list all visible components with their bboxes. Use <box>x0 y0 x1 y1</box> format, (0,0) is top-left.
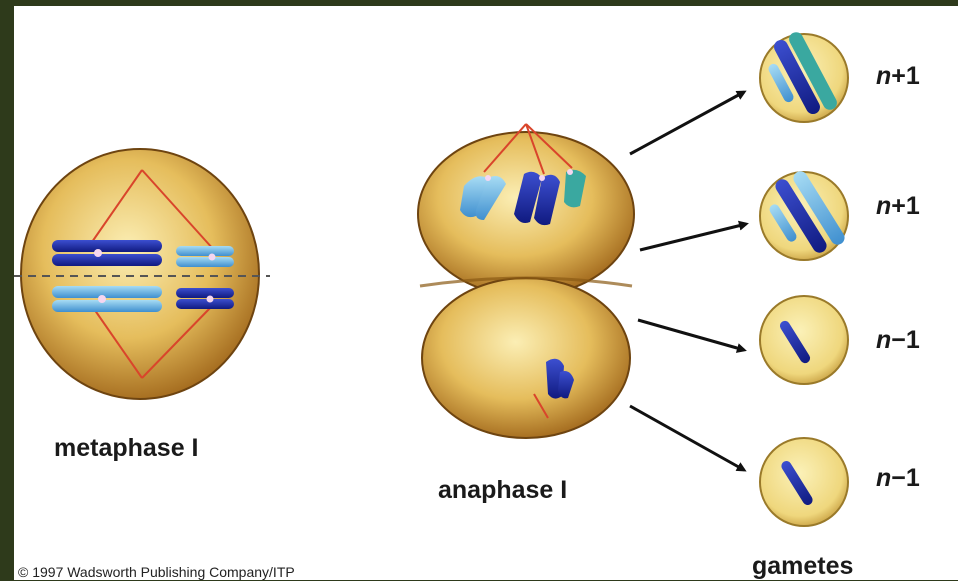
gamete-2-n: n <box>876 192 891 220</box>
arrow-to-gamete-3 <box>638 320 744 350</box>
arrow-to-gamete-2 <box>640 224 746 250</box>
metaphase-label: metaphase I <box>54 434 199 463</box>
gamete-3-n: n <box>876 326 891 354</box>
gamete-1-n: n <box>876 62 891 90</box>
gamete-3-sign: −1 <box>891 326 920 354</box>
diagram-canvas: metaphase I anaphase I gametes n+1 n+1 n… <box>14 6 958 580</box>
gamete-2-ploidy: n+1 <box>876 192 920 221</box>
gamete-3 <box>760 296 848 384</box>
gamete-1-sign: +1 <box>891 62 920 90</box>
anaphase-cell <box>418 124 634 438</box>
gamete-4 <box>760 438 848 526</box>
gamete-4-n: n <box>876 464 891 492</box>
gamete-1-ploidy: n+1 <box>876 62 920 91</box>
copyright-notice: © 1997 Wadsworth Publishing Company/ITP <box>18 564 295 580</box>
gametes-label: gametes <box>752 552 853 581</box>
metaphase-cell <box>14 149 270 399</box>
arrows <box>630 92 746 470</box>
gamete-4-sign: −1 <box>891 464 920 492</box>
gamete-3-ploidy: n−1 <box>876 326 920 355</box>
arrow-to-gamete-4 <box>630 406 744 470</box>
anaphase-label: anaphase I <box>438 476 567 505</box>
gamete-2-sign: +1 <box>891 192 920 220</box>
gamete-4-ploidy: n−1 <box>876 464 920 493</box>
arrow-to-gamete-1 <box>630 92 744 154</box>
gamete-1 <box>760 30 848 122</box>
gamete-2 <box>760 169 848 260</box>
